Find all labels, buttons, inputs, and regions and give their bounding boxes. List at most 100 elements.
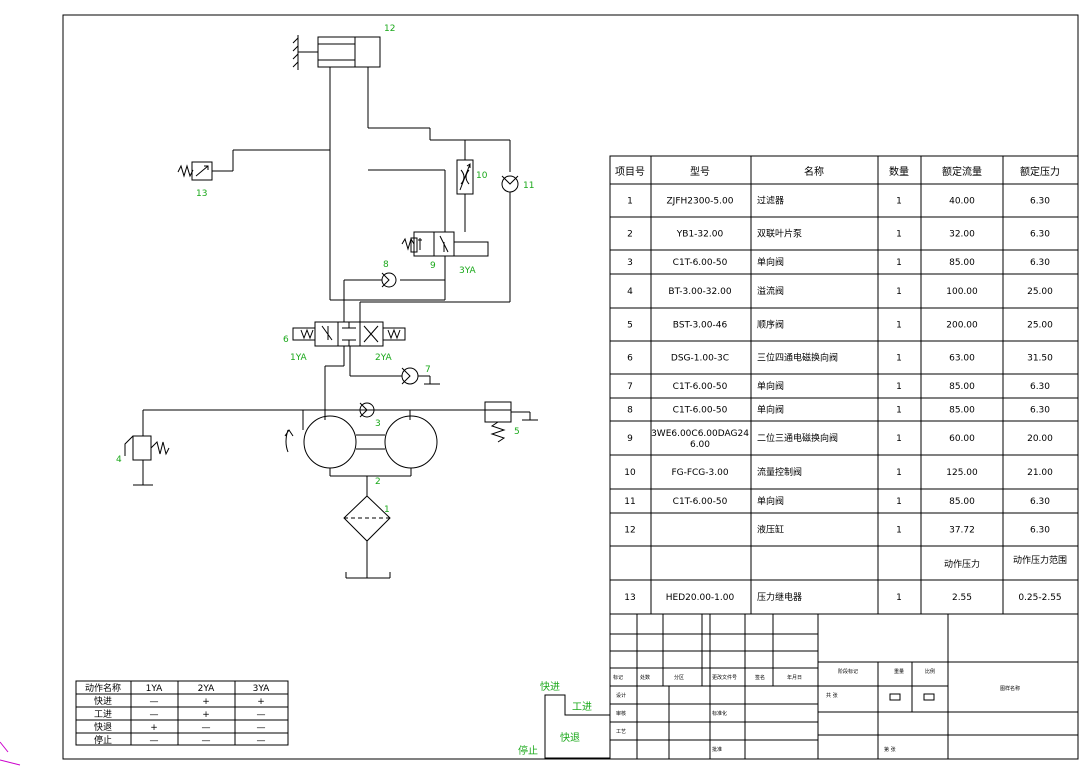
label-c1: 1 bbox=[384, 505, 390, 515]
parts-cell-flow: 85.00 bbox=[949, 382, 975, 392]
action-row-v2: — bbox=[202, 736, 211, 746]
parts-cell-model: DSG-1.00-3C bbox=[671, 354, 729, 364]
parts-cell-pressure: 6.30 bbox=[1030, 526, 1050, 536]
parts-cell-qty: 1 bbox=[896, 526, 902, 536]
tb-process: 工艺 bbox=[616, 729, 626, 735]
parts-cell-qty: 1 bbox=[896, 321, 902, 331]
parts-cell-name: 双联叶片泵 bbox=[757, 228, 802, 240]
cycle-work-feed: 工进 bbox=[572, 701, 592, 713]
action-row-v1: — bbox=[150, 710, 159, 720]
parts-cell-flow: 85.00 bbox=[949, 497, 975, 507]
parts-cell-name: 单向阀 bbox=[757, 404, 784, 416]
label-c3: 3 bbox=[375, 419, 381, 429]
parts-cell-model: ZJFH2300-5.00 bbox=[667, 197, 734, 207]
double-pump-2 bbox=[284, 415, 438, 496]
check-valve-11 bbox=[501, 175, 519, 302]
title-block: 标记 处数 分区 更改文件号 签名 年月日 设计 审核 工艺 标准化 批准 阶段… bbox=[609, 613, 1079, 760]
action-row-v3: + bbox=[257, 697, 265, 707]
tb-date: 年月日 bbox=[787, 674, 802, 681]
tb-design: 设计 bbox=[616, 692, 626, 699]
parts-cell-flow: 40.00 bbox=[949, 197, 975, 207]
parts-cell-pressure: 6.30 bbox=[1030, 497, 1050, 507]
parts-header-model: 型号 bbox=[690, 165, 710, 178]
parts-cell-pressure: 20.00 bbox=[1027, 434, 1053, 444]
parts-cell-no: 12 bbox=[624, 526, 635, 536]
parts-cell-name: 二位三通电磁换向阀 bbox=[757, 432, 838, 444]
label-sol2: 2YA bbox=[375, 353, 393, 363]
label-c13: 13 bbox=[196, 189, 207, 199]
parts-cell-no: 11 bbox=[624, 497, 635, 507]
parts-cell-name: 溢流阀 bbox=[757, 285, 784, 297]
parts-cell-qty: 1 bbox=[896, 468, 902, 478]
parts-cell-name: 液压缸 bbox=[757, 524, 784, 536]
parts-cell-model-line2: 6.00 bbox=[690, 440, 710, 450]
flow-control-valve-10 bbox=[456, 159, 474, 232]
action-row-v1: — bbox=[150, 697, 159, 707]
check-valve-3 bbox=[359, 402, 375, 418]
parts-header-name: 名称 bbox=[804, 165, 824, 178]
parts-cell-no: 3 bbox=[627, 258, 633, 268]
parts-cell-flow: 60.00 bbox=[949, 434, 975, 444]
parts-sub-col6: 动作压力范围 bbox=[1013, 554, 1067, 566]
parts-cell-pressure: 6.30 bbox=[1030, 230, 1050, 240]
parts-cell-flow: 63.00 bbox=[949, 354, 975, 364]
parts-cell-qty: 1 bbox=[896, 406, 902, 416]
parts-row13-pressure: 0.25-2.55 bbox=[1018, 593, 1061, 603]
component-labels: 12 13 10 11 9 3YA 8 6 1YA 2YA 7 3 5 4 2 … bbox=[116, 24, 534, 515]
drawing-frame bbox=[62, 14, 1079, 760]
parts-cell-no: 10 bbox=[624, 468, 636, 478]
action-row-name: 快进 bbox=[94, 695, 112, 707]
parts-cell-model: YB1-32.00 bbox=[676, 230, 724, 240]
parts-cell-pressure: 6.30 bbox=[1030, 406, 1050, 416]
label-c11: 11 bbox=[523, 181, 534, 191]
action-row-name: 停止 bbox=[94, 734, 112, 746]
tb-count: 处数 bbox=[640, 674, 650, 681]
parts-cell-no: 7 bbox=[627, 382, 633, 392]
filter-1 bbox=[343, 495, 391, 579]
tb-mark: 标记 bbox=[613, 674, 623, 681]
tb-drawing-name: 图样名称 bbox=[1000, 685, 1020, 692]
parts-cell-qty: 1 bbox=[896, 434, 902, 444]
tb-sheet-no: 第 张 bbox=[884, 746, 896, 753]
tb-approve: 批准 bbox=[712, 746, 722, 753]
parts-cell-qty: 1 bbox=[896, 287, 902, 297]
pressure-switch-13 bbox=[177, 149, 330, 181]
parts-cell-qty: 1 bbox=[896, 497, 902, 507]
label-c10: 10 bbox=[476, 171, 488, 181]
parts-row13-no: 13 bbox=[624, 593, 635, 603]
tb-change-no: 更改文件号 bbox=[712, 674, 737, 681]
parts-cell-no: 6 bbox=[627, 354, 633, 364]
parts-cell-name: 过滤器 bbox=[757, 195, 784, 207]
corner-mark bbox=[0, 741, 21, 766]
action-row-v3: — bbox=[257, 723, 266, 733]
action-header-2ya: 2YA bbox=[198, 684, 216, 694]
cylinder-12 bbox=[292, 35, 381, 70]
action-header-name: 动作名称 bbox=[85, 682, 121, 694]
label-c9: 9 bbox=[430, 261, 436, 271]
label-c5: 5 bbox=[514, 427, 520, 437]
action-table: 动作名称 1YA 2YA 3YA 快进 — + + 工进 — + — 快退 + … bbox=[75, 680, 289, 746]
tb-stage: 阶段标记 bbox=[838, 668, 858, 675]
parts-cell-model: 3WE6.00C6.00DAG24 bbox=[651, 429, 749, 439]
parts-cell-pressure: 6.30 bbox=[1030, 258, 1050, 268]
parts-cell-flow: 85.00 bbox=[949, 258, 975, 268]
tb-zone: 分区 bbox=[674, 674, 684, 681]
parts-cell-qty: 1 bbox=[896, 354, 902, 364]
cycle-fast-return: 快退 bbox=[560, 732, 580, 744]
parts-cell-pressure: 25.00 bbox=[1027, 321, 1053, 331]
label-c7: 7 bbox=[425, 365, 431, 375]
parts-cell-model: FG-FCG-3.00 bbox=[671, 468, 728, 478]
parts-cell-model: C1T-6.00-50 bbox=[673, 497, 728, 507]
parts-cell-qty: 1 bbox=[896, 230, 902, 240]
parts-row13-qty: 1 bbox=[896, 593, 902, 603]
parts-cell-qty: 1 bbox=[896, 197, 902, 207]
parts-cell-model: BST-3.00-46 bbox=[673, 321, 728, 331]
action-row-v2: — bbox=[202, 723, 211, 733]
parts-cell-no: 2 bbox=[627, 230, 633, 240]
parts-cell-qty: 1 bbox=[896, 258, 902, 268]
parts-cell-no: 4 bbox=[627, 287, 633, 297]
parts-cell-model: C1T-6.00-50 bbox=[673, 382, 728, 392]
parts-cell-name: 单向阀 bbox=[757, 256, 784, 268]
parts-cell-flow: 37.72 bbox=[949, 526, 975, 536]
